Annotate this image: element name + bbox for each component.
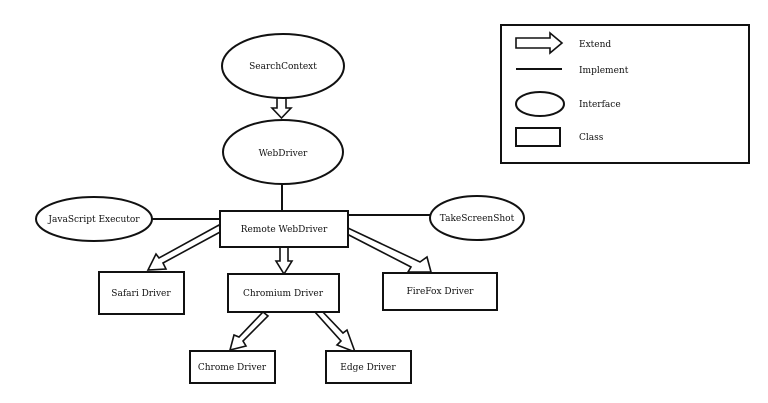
safari-driver-label: Safari Driver	[111, 289, 171, 299]
edge-driver-label: Edge Driver	[340, 363, 396, 373]
class-remote-webdriver: Remote WebDriver	[219, 210, 349, 248]
firefox-driver-label: FireFox Driver	[407, 287, 475, 297]
extend-arrow-safari-remote	[146, 223, 224, 271]
webdriver-label: WebDriver	[259, 149, 308, 159]
class-safari-driver: Safari Driver	[98, 271, 185, 315]
legend-class-label: Class	[579, 133, 604, 143]
legend-interface-label: Interface	[579, 100, 621, 110]
chromium-driver-label: Chromium Driver	[243, 289, 324, 299]
legend-extend-arrow-icon	[515, 31, 564, 55]
chrome-driver-label: Chrome Driver	[198, 363, 267, 373]
legend-interface-ellipse-icon	[515, 91, 565, 117]
class-firefox-driver: FireFox Driver	[382, 272, 498, 311]
extend-arrow-webdriver-searchcontext	[270, 96, 293, 120]
extend-arrow-edge-chromium	[313, 307, 357, 354]
remote-webdriver-label: Remote WebDriver	[241, 225, 328, 235]
legend-class-rect-icon	[515, 127, 561, 147]
legend-extend-label: Extend	[579, 40, 611, 50]
class-chromium-driver: Chromium Driver	[227, 273, 340, 313]
interface-webdriver: WebDriver	[222, 119, 344, 185]
class-chrome-driver: Chrome Driver	[189, 350, 276, 384]
interface-javascript-executor: JavaScript Executor	[35, 196, 153, 242]
extend-arrow-chrome-chromium	[228, 310, 270, 352]
javascript-executor-label: JavaScript Executor	[47, 215, 140, 225]
legend: Extend Implement Interface Class	[500, 24, 750, 164]
extend-arrow-firefox-remote	[343, 226, 433, 273]
interface-searchcontext: SearchContext	[221, 33, 345, 99]
searchcontext-label: SearchContext	[249, 62, 317, 72]
interface-takescreenshot: TakeScreenShot	[429, 195, 525, 241]
takescreenshot-label: TakeScreenShot	[440, 214, 515, 224]
extend-arrow-chromium-remote	[274, 246, 294, 276]
legend-implement-label: Implement	[579, 66, 629, 76]
class-edge-driver: Edge Driver	[325, 350, 412, 384]
